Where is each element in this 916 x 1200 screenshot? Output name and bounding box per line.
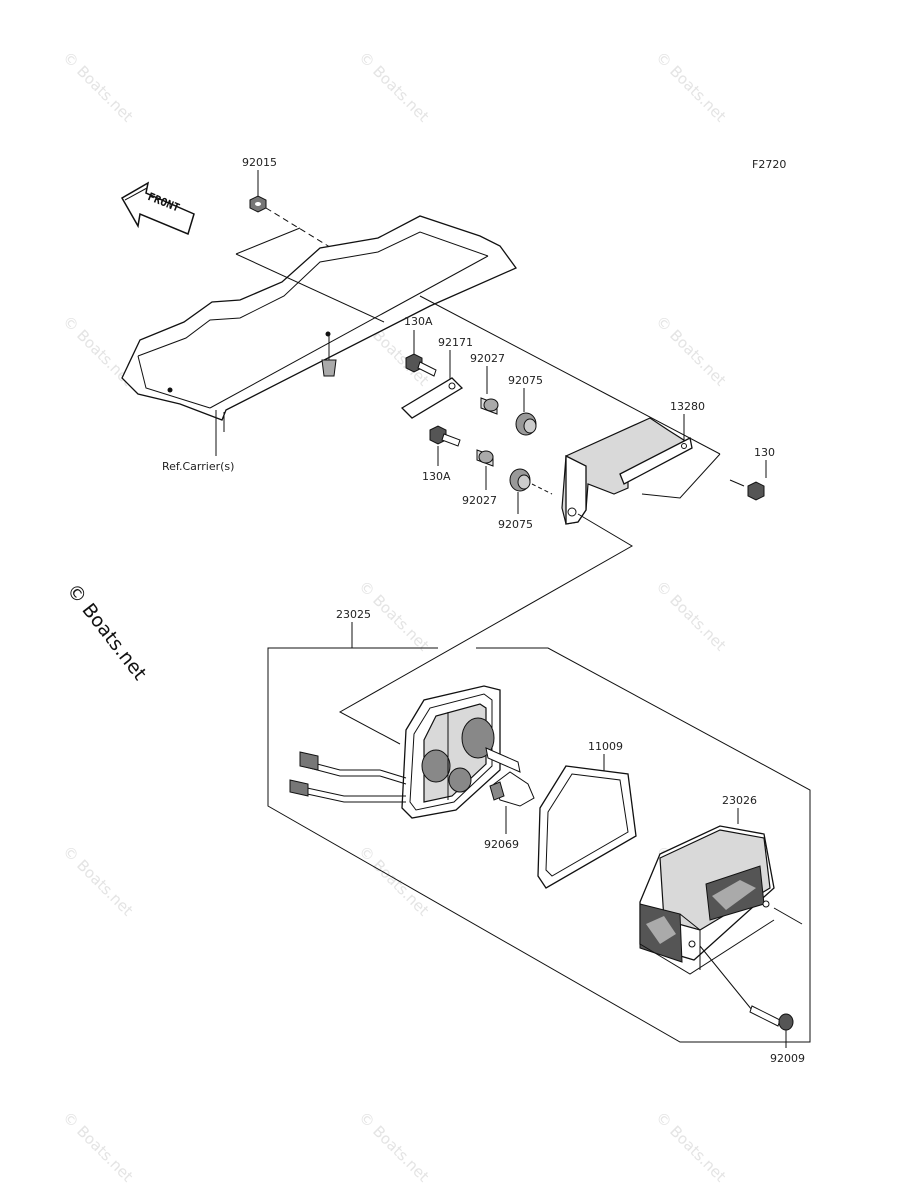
label-92027-bottom: 92027: [462, 494, 497, 507]
grommet-92075-top-icon: [515, 412, 537, 436]
bulb-92069-icon: [489, 771, 535, 807]
watermark: © Boats.net: [59, 48, 137, 126]
label-130a-bottom: 130A: [422, 470, 451, 483]
assembly-line: [773, 907, 803, 925]
watermark: © Boats.net: [652, 1108, 730, 1186]
group-box-23025: [267, 647, 811, 1043]
screw-92009-icon: [749, 1005, 794, 1031]
watermark: © Boats.net: [355, 842, 433, 920]
label-130a-top: 130A: [404, 315, 433, 328]
watermark: © Boats.net: [59, 1108, 137, 1186]
label-ref-carrier: Ref.Carrier(s): [162, 460, 234, 473]
carrier-rack: [121, 215, 517, 434]
label-23025: 23025: [336, 608, 371, 621]
watermark: © Boats.net: [355, 1108, 433, 1186]
lens-23026: [639, 825, 775, 975]
label-92171: 92171: [438, 336, 473, 349]
dashed-line-grommet: [531, 483, 553, 495]
label-92069: 92069: [484, 838, 519, 851]
tail-lamp-housing: [401, 685, 521, 819]
assembly-line: [338, 513, 633, 745]
nut-92015-icon: [249, 195, 267, 213]
label-92015: 92015: [242, 156, 277, 169]
collar-92027-top-icon: [480, 397, 499, 415]
label-92027-top: 92027: [470, 352, 505, 365]
label-92009: 92009: [770, 1052, 805, 1065]
assembly-line: [699, 945, 753, 1011]
label-92075-bottom: 92075: [498, 518, 533, 531]
label-130: 130: [754, 446, 775, 459]
wire-harness: [289, 751, 407, 803]
bracket-92171: [400, 377, 464, 419]
watermark: © Boats.net: [652, 48, 730, 126]
watermark: © Boats.net: [59, 842, 137, 920]
label-11009: 11009: [588, 740, 623, 753]
watermark: © Boats.net: [652, 577, 730, 655]
grommet-92075-bottom-icon: [509, 468, 531, 492]
watermark: © Boats.net: [355, 48, 433, 126]
assembly-line: [235, 227, 301, 255]
assembly-line: [641, 453, 721, 499]
watermark-main: © Boats.net: [62, 580, 151, 685]
bolt-130a-top-icon: [405, 353, 437, 377]
label-92075-top: 92075: [508, 374, 543, 387]
gasket-11009: [537, 765, 637, 889]
label-23026: 23026: [722, 794, 757, 807]
bracket-13280: [561, 417, 693, 525]
bolt-130-icon: [729, 479, 765, 501]
assembly-line: [235, 253, 385, 323]
assembly-line: [419, 295, 721, 455]
watermark: © Boats.net: [652, 312, 730, 390]
collar-92027-bottom-icon: [476, 449, 494, 467]
label-13280: 13280: [670, 400, 705, 413]
figure-code: F2720: [752, 158, 786, 171]
bolt-130a-bottom-icon: [429, 425, 461, 447]
front-arrow-icon: FRONT: [120, 181, 195, 236]
